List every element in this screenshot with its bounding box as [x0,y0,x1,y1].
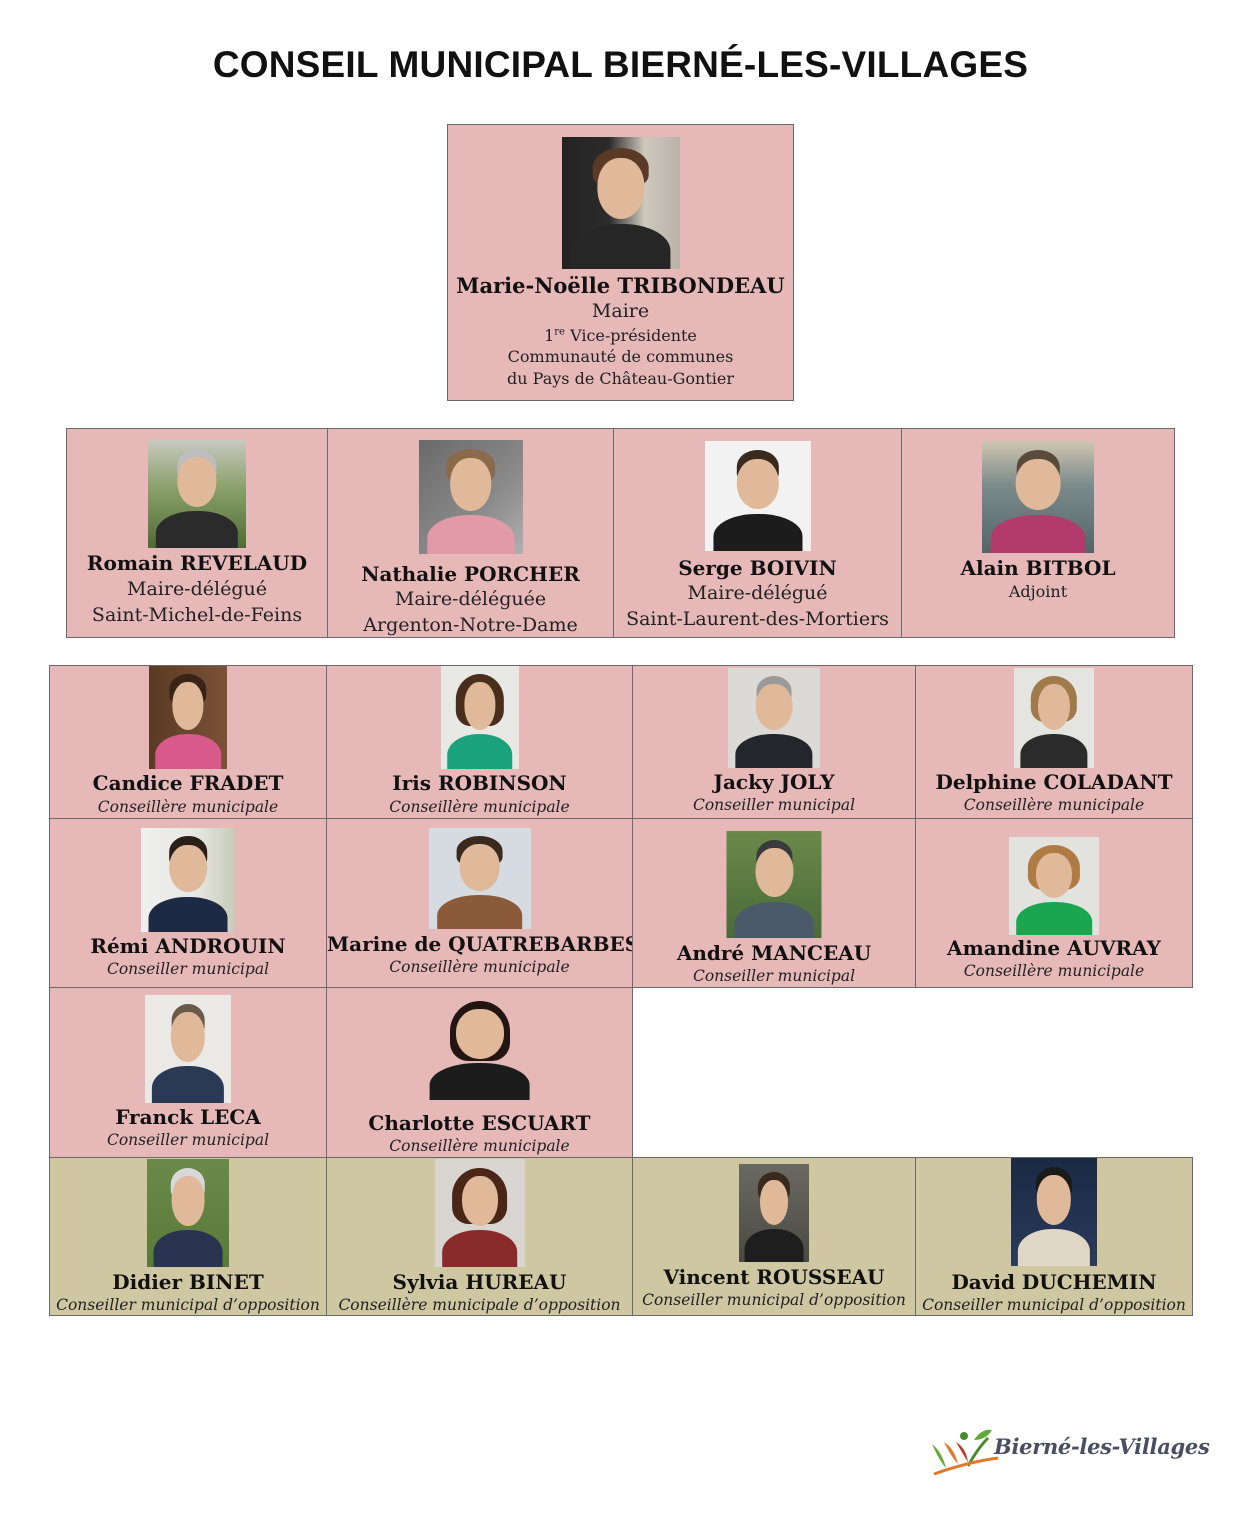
member-role: Conseillère municipale [389,958,570,976]
member-name: Delphine COLADANT [935,770,1173,794]
opposition-card: Vincent ROUSSEAU Conseiller municipal d’… [632,1157,916,1316]
deputy-card: Alain BITBOL Adjoint [901,428,1175,638]
member-photo [982,441,1094,553]
member-photo [418,440,523,554]
member-photo [148,440,246,548]
member-photo [147,1159,229,1267]
opposition-card: Sylvia HUREAU Conseillère municipale d’o… [326,1157,633,1316]
member-name: Charlotte ESCUART [368,1111,591,1135]
member-role: Conseillère municipale [97,798,279,816]
member-role: Conseillère municipale [389,1137,570,1155]
member-photo [704,441,811,551]
member-role: Conseiller municipal [692,967,856,985]
deputy-card: Serge BOIVIN Maire-délégué Saint-Laurent… [613,428,902,638]
member-photo [1011,1158,1097,1266]
mayor-line1-rest: Vice-présidente [564,326,697,345]
member-place: Saint-Michel-de-Feins [91,604,303,626]
deputy-card: Nathalie PORCHER Maire-déléguée Argenton… [327,428,614,638]
member-role: Conseillère municipale [963,796,1145,814]
councillor-card: Amandine AUVRAY Conseillère municipale [915,818,1193,988]
member-role: Conseiller municipal d’opposition [922,1296,1186,1314]
opposition-card: Didier BINET Conseiller municipal d’oppo… [49,1157,327,1316]
member-role: Conseiller municipal d’opposition [642,1291,906,1309]
member-name: Nathalie PORCHER [361,562,580,586]
member-name: Serge BOIVIN [678,556,837,580]
member-photo [419,992,540,1100]
councillor-card: Jacky JOLY Conseiller municipal [632,665,916,819]
opposition-card: David DUCHEMIN Conseiller municipal d’op… [915,1157,1193,1316]
member-name: Alain BITBOL [960,556,1116,580]
member-role: Maire-délégué [127,578,267,600]
councillor-card: Rémi ANDROUIN Conseiller municipal [49,818,327,988]
member-role: Conseiller municipal d’opposition [56,1296,320,1314]
member-name: Marine de QUATREBARBES [327,932,633,956]
page-title: CONSEIL MUNICIPAL BIERNÉ-LES-VILLAGES [212,44,1029,85]
councillor-card: Marine de QUATREBARBES Conseillère munic… [326,818,633,988]
mayor-line1-prefix: 1 [544,326,555,345]
member-photo [1009,837,1099,935]
member-photo [728,668,820,768]
councillor-card: Delphine COLADANT Conseillère municipale [915,665,1193,819]
mayor-card: Marie-Noëlle TRIBONDEAU Maire 1re Vice-p… [447,124,794,401]
member-photo [434,1159,525,1267]
member-name: Candice FRADET [92,771,284,795]
member-photo [149,666,227,769]
member-place: Argenton-Notre-Dame [363,614,578,636]
mayor-role: Maire [591,300,650,322]
member-photo [440,666,519,769]
member-place: Saint-Laurent-des-Mortiers [626,608,889,630]
member-name: Vincent ROUSSEAU [663,1265,885,1289]
member-name: Sylvia HUREAU [392,1270,567,1294]
member-name: Didier BINET [112,1270,264,1294]
member-name: Franck LECA [115,1105,261,1129]
member-role: Conseillère municipale [963,962,1145,980]
member-photo [145,995,231,1103]
member-role: Maire-déléguée [394,588,547,610]
member-role: Adjoint [1008,582,1068,601]
member-role: Conseillère municipale d’opposition [338,1296,621,1314]
member-photo [428,828,531,929]
logo-text: Bierné-les-Villages [994,1434,1210,1459]
member-name: Rémi ANDROUIN [90,934,286,958]
member-role: Maire-délégué [687,582,828,604]
member-photo [141,828,235,932]
member-role: Conseillère municipale [389,798,570,816]
member-name: David DUCHEMIN [951,1270,1157,1294]
member-name: Amandine AUVRAY [947,936,1161,960]
councillor-card: Franck LECA Conseiller municipal [49,987,327,1158]
councillor-card: Candice FRADET Conseillère municipale [49,665,327,819]
councillor-card: Charlotte ESCUART Conseillère municipale [326,987,633,1158]
member-photo [726,831,822,938]
member-photo [739,1164,809,1262]
member-name: André MANCEAU [676,941,872,965]
mayor-line3: du Pays de Château-Gontier [507,369,734,388]
member-role: Conseiller municipal [106,1131,270,1149]
mayor-name: Marie-Noëlle TRIBONDEAU [456,273,785,298]
mayor-vice-presidency: 1re Vice-présidente [448,326,793,345]
councillor-card: Iris ROBINSON Conseillère municipale [326,665,633,819]
mayor-line1-sup: re [554,326,565,338]
mayor-line2: Communauté de communes [507,347,734,366]
member-name: Romain REVELAUD [86,551,308,575]
member-name: Jacky JOLY [713,770,835,794]
bierne-les-villages-logo [932,1429,999,1476]
member-photo [1014,668,1094,768]
member-name: Iris ROBINSON [392,771,567,795]
deputy-card: Romain REVELAUD Maire-délégué Saint-Mich… [66,428,328,638]
member-role: Conseiller municipal [106,960,270,978]
councillor-card: André MANCEAU Conseiller municipal [632,818,916,988]
mayor-photo [561,137,680,269]
member-role: Conseiller municipal [692,796,856,814]
